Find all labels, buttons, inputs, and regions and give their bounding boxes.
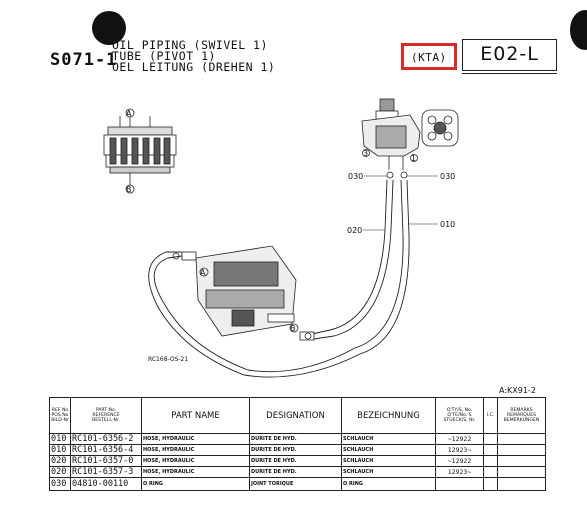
callout-010: 010 bbox=[440, 220, 456, 229]
cell-designation: DURITE DE HYD. bbox=[249, 455, 342, 467]
cell-part-name: O RING bbox=[141, 477, 250, 491]
cell-bezeichnung: SCHLAUCH bbox=[341, 455, 436, 467]
port-detail bbox=[421, 109, 459, 147]
table-row: 010 RC101-6356-4 HOSE, HYDRAULIC DURITE … bbox=[49, 444, 546, 456]
cell-designation: DURITE DE HYD. bbox=[249, 466, 342, 478]
section-code: S071-1 bbox=[50, 50, 118, 70]
cell-ref: 020 bbox=[49, 466, 71, 478]
table-row: 010 RC101-6356-2 HOSE, HYDRAULIC DURITE … bbox=[49, 433, 546, 445]
header-ref-no: REF No POS No BILD-Nr bbox=[49, 397, 71, 434]
cell-part-name: HOSE, HYDRAULIC bbox=[141, 466, 250, 478]
control-valve-bottom bbox=[181, 245, 315, 341]
cell-bezeichnung: O RING bbox=[341, 477, 436, 491]
hydraulic-hoses bbox=[148, 179, 410, 378]
table-row: 020 RC101-6357-0 HOSE, HYDRAULIC DURITE … bbox=[49, 455, 546, 467]
page-code: E02-L bbox=[462, 39, 557, 71]
table-row: 020 RC101-6357-3 HOSE, HYDRAULIC DURITE … bbox=[49, 466, 546, 478]
cell-part-no: RC101-6357-0 bbox=[70, 455, 142, 467]
header-part-no: PART No. REFERENCE BESTELL-Nr. bbox=[70, 397, 142, 434]
page-code-underline bbox=[462, 73, 557, 74]
cell-remarks bbox=[497, 466, 546, 478]
circle-label-a-bottom: A bbox=[200, 268, 206, 277]
cell-ref: 030 bbox=[49, 477, 71, 491]
title-english: OIL PIPING (SWIVEL 1) bbox=[112, 38, 268, 52]
callout-020: 020 bbox=[347, 226, 363, 235]
circle-label-1: 1 bbox=[411, 154, 417, 163]
model-code-highlight bbox=[401, 43, 457, 70]
cell-part-no: RC101-6357-3 bbox=[70, 466, 142, 478]
cell-part-name: HOSE, HYDRAULIC bbox=[141, 444, 250, 456]
circle-label-b-bottom: B bbox=[290, 324, 296, 333]
drawing-code: RC168-OS-21 bbox=[148, 356, 189, 363]
circle-label-b-top: B bbox=[126, 185, 132, 194]
table-row: 030 04810-00110 O RING JOINT TORIQUE O R… bbox=[49, 477, 546, 491]
control-valve-top bbox=[103, 111, 177, 186]
cell-part-no: RC101-6356-2 bbox=[70, 433, 142, 445]
title-german: OEL LEITUNG (DREHEN 1) bbox=[112, 60, 276, 74]
cell-remarks bbox=[497, 433, 546, 445]
header-bezeichnung: BEZEICHNUNG bbox=[341, 397, 436, 434]
cell-bezeichnung: SCHLAUCH bbox=[341, 466, 436, 478]
header-ic: I.C. bbox=[483, 397, 498, 434]
cell-serial: 12923~ bbox=[435, 466, 484, 478]
binder-hole-left bbox=[92, 11, 126, 45]
cell-remarks bbox=[497, 444, 546, 456]
callout-030-right: 030 bbox=[440, 172, 456, 181]
title-french: TUBE (PIVOT 1) bbox=[112, 49, 216, 63]
model-code: (KTA) bbox=[411, 51, 447, 64]
cell-ref: 020 bbox=[49, 455, 71, 467]
cell-remarks bbox=[497, 477, 546, 491]
cell-serial: 12923~ bbox=[435, 444, 484, 456]
cell-remarks bbox=[497, 455, 546, 467]
circle-label-a-top: A bbox=[126, 109, 132, 118]
cell-ic bbox=[483, 466, 498, 478]
header-remarks: REMARKS REMARQUES BEMERKUNGEN bbox=[497, 397, 546, 434]
header-designation: DESIGNATION bbox=[249, 397, 342, 434]
sheet-reference: A:KX91-2 bbox=[499, 386, 536, 395]
binder-hole-right bbox=[570, 10, 587, 50]
table-header-row: REF No POS No BILD-Nr PART No. REFERENCE… bbox=[49, 397, 546, 434]
parts-table: REF No POS No BILD-Nr PART No. REFERENCE… bbox=[49, 397, 546, 491]
cell-serial bbox=[435, 477, 484, 491]
swivel-joint bbox=[361, 98, 421, 170]
cell-bezeichnung: SCHLAUCH bbox=[341, 444, 436, 456]
cell-designation: JOINT TORIQUE bbox=[249, 477, 342, 491]
cell-designation: DURITE DE HYD. bbox=[249, 433, 342, 445]
cell-ref: 010 bbox=[49, 444, 71, 456]
cell-serial: ~12922 bbox=[435, 455, 484, 467]
cell-ref: 010 bbox=[49, 433, 71, 445]
cell-ic bbox=[483, 444, 498, 456]
header-serial: Q'TY/S, No. Q'TE/No. S STUECK/S, Nr. bbox=[435, 397, 484, 434]
cell-designation: DURITE DE HYD. bbox=[249, 444, 342, 456]
cell-serial: ~12922 bbox=[435, 433, 484, 445]
cell-part-name: HOSE, HYDRAULIC bbox=[141, 433, 250, 445]
cell-part-no: 04810-00110 bbox=[70, 477, 142, 491]
cell-part-no: RC101-6356-4 bbox=[70, 444, 142, 456]
cell-ic bbox=[483, 433, 498, 445]
section-titles: OIL PIPING (SWIVEL 1) TUBE (PIVOT 1) OEL… bbox=[112, 38, 276, 74]
cell-bezeichnung: SCHLAUCH bbox=[341, 433, 436, 445]
circle-label-3: 3 bbox=[363, 149, 369, 158]
cell-ic bbox=[483, 455, 498, 467]
header-part-name: PART NAME bbox=[141, 397, 250, 434]
exploded-parts-diagram bbox=[103, 98, 459, 378]
callout-030-left: 030 bbox=[348, 172, 364, 181]
cell-part-name: HOSE, HYDRAULIC bbox=[141, 455, 250, 467]
cell-ic bbox=[483, 477, 498, 491]
